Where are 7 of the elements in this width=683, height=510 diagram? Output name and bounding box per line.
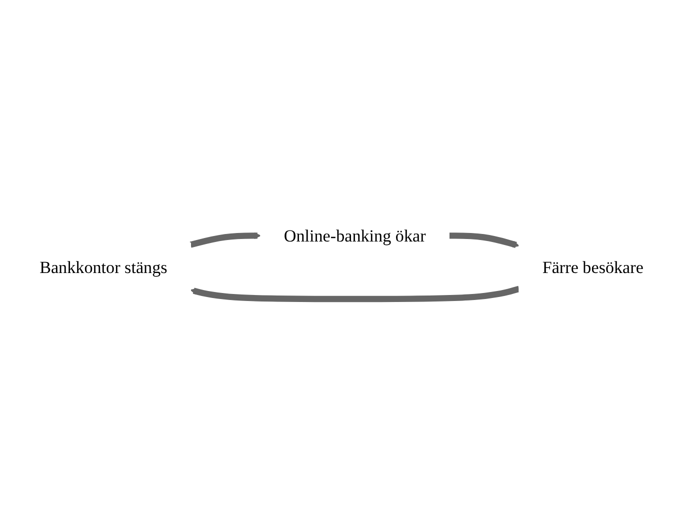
arrow [190,286,520,302]
node-text: Online-banking ökar [284,226,426,246]
node-text: Bankkontor stängs [40,258,168,277]
node-text: Färre besökare [542,258,644,277]
cycle-diagram: Bankkontor stängs Online-banking ökar Färre besökare [10,204,673,306]
arrow [449,232,520,248]
arrow [190,232,261,248]
